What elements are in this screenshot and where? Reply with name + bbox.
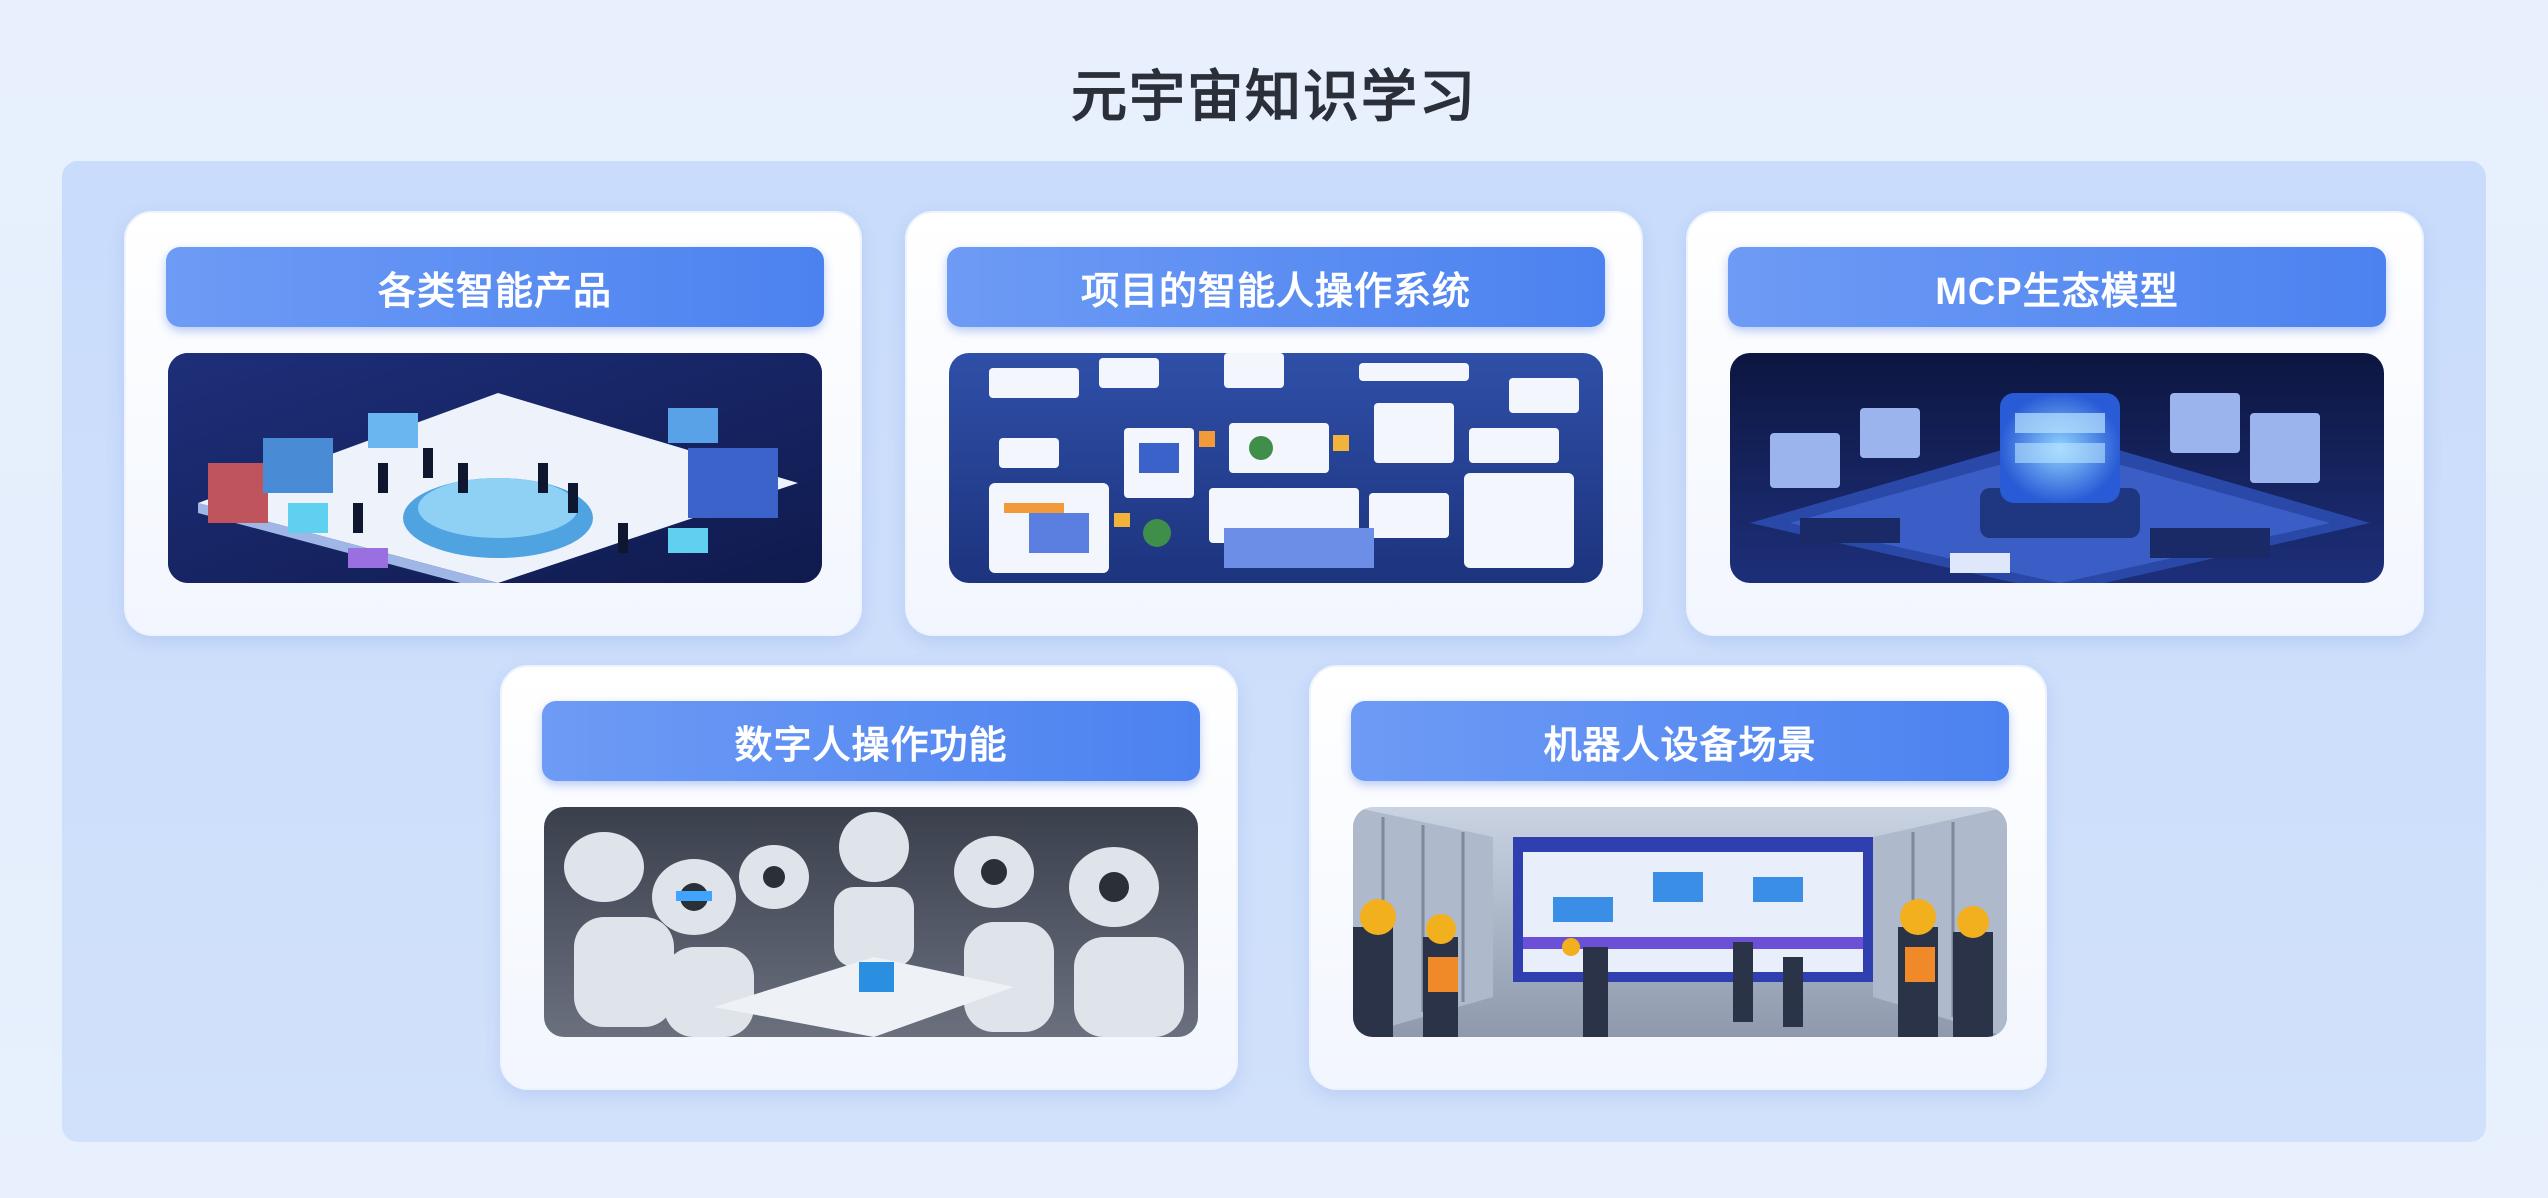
card-title: 各类智能产品 (377, 270, 612, 313)
mcp-model-image (1730, 353, 2384, 583)
card-title: 项目的智能人操作系统 (1080, 270, 1471, 313)
card-header[interactable]: 项目的智能人操作系统 (947, 247, 1605, 327)
card-mcp-model[interactable]: MCP生态模型 (1686, 211, 2424, 636)
card-robot-equipment[interactable]: 机器人设备场景 (1309, 665, 2047, 1090)
smart-products-image (168, 353, 822, 583)
card-digital-human[interactable]: 数字人操作功能 (500, 665, 1238, 1090)
card-smart-products[interactable]: 各类智能产品 (124, 211, 862, 636)
card-operating-system[interactable]: 项目的智能人操作系统 (905, 211, 1643, 636)
page-title: 元宇宙知识学习 (1071, 65, 1477, 128)
card-header[interactable]: 各类智能产品 (166, 247, 824, 327)
card-header[interactable]: MCP生态模型 (1728, 247, 2386, 327)
card-header[interactable]: 机器人设备场景 (1351, 701, 2009, 781)
robots-image (544, 807, 1198, 1037)
card-header[interactable]: 数字人操作功能 (542, 701, 1200, 781)
card-title: 机器人设备场景 (1543, 724, 1817, 767)
control-room-image (1353, 807, 2007, 1037)
card-title: MCP生态模型 (1935, 270, 2179, 313)
card-title: 数字人操作功能 (734, 724, 1008, 767)
operating-system-image (949, 353, 1603, 583)
